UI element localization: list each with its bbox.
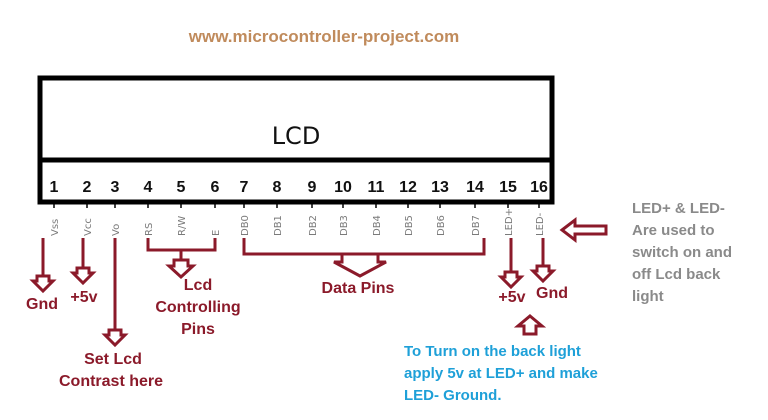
pin-number: 2 <box>83 179 92 196</box>
ctrl-arrow-icon <box>165 258 197 280</box>
pin-number: 16 <box>530 179 548 196</box>
pin-name: DB1 <box>273 215 284 236</box>
ctrl-label-line2: Controlling <box>155 299 240 316</box>
pin-name: DB2 <box>308 215 319 236</box>
gnd-right-arrow-icon <box>529 264 557 284</box>
backlight-up-arrow-icon <box>513 314 547 336</box>
pin-number: 11 <box>368 179 385 196</box>
led-note-line5: light <box>632 288 664 305</box>
pin-name: LED- <box>535 212 546 236</box>
plus5v-left-arrow-icon <box>69 266 97 286</box>
pin-header <box>37 157 555 205</box>
watermark-text: www.microcontroller-project.com <box>188 27 459 46</box>
pin-name: DB3 <box>339 215 350 236</box>
led-pins-left-arrow-icon <box>559 216 608 244</box>
pin-name: DB5 <box>404 215 415 236</box>
controlling-pins-bracket <box>146 238 217 252</box>
pin-name: R/W <box>177 216 188 236</box>
lcd-label: LCD <box>272 122 321 150</box>
pin-number: 15 <box>499 179 517 196</box>
pin-name: Vcc <box>83 218 94 236</box>
pin-name: DB4 <box>372 215 383 236</box>
pin-number: 14 <box>466 179 484 196</box>
pin-number: 4 <box>144 179 153 196</box>
pin-number: 1 <box>50 179 59 196</box>
plus5v-left-label: +5v <box>70 289 97 306</box>
gnd-left-label: Gnd <box>26 296 58 313</box>
pin-name: E <box>211 230 222 236</box>
pin-number: 10 <box>334 179 352 196</box>
led-note-line2: Are used to <box>632 222 715 239</box>
lcd-body <box>37 75 555 163</box>
backlight-note-line3: LED- Ground. <box>404 387 502 404</box>
pin-name: RS <box>144 223 155 236</box>
data-pins-label: Data Pins <box>322 280 395 297</box>
pin-name: DB7 <box>471 215 482 236</box>
plus5v-right-arrow-icon <box>497 270 525 290</box>
pin-name: DB6 <box>436 215 447 236</box>
pin-name: LED+ <box>504 208 515 236</box>
pin-number: 3 <box>111 179 120 196</box>
ctrl-label-line1: Lcd <box>184 277 212 294</box>
pin-number: 13 <box>431 179 449 196</box>
led-note-line4: off Lcd back <box>632 266 721 283</box>
pin-number: 6 <box>211 179 220 196</box>
pin-number: 8 <box>273 179 282 196</box>
pin-number: 9 <box>308 179 317 196</box>
backlight-note-line2: apply 5v at LED+ and make <box>404 365 598 382</box>
led-note-line3: switch on and <box>632 244 732 261</box>
contrast-label-line1: Set Lcd <box>84 351 142 368</box>
pin-name: Vss <box>50 219 61 236</box>
pin-number: 5 <box>177 179 186 196</box>
pin-name: DB0 <box>240 215 251 236</box>
gnd-left-arrow-icon <box>29 274 57 294</box>
pin-number: 12 <box>399 179 417 196</box>
pin-name: Vo <box>111 224 122 236</box>
data-pins-bracket <box>242 238 486 256</box>
pin-number: 7 <box>240 179 249 196</box>
ctrl-label-line3: Pins <box>181 321 215 338</box>
contrast-arrow-icon <box>101 328 129 348</box>
data-pins-arrow-icon <box>333 252 387 278</box>
led-note-line1: LED+ & LED- <box>632 200 725 217</box>
backlight-note-line1: To Turn on the back light <box>404 343 581 360</box>
plus5v-right-label: +5v <box>498 289 525 306</box>
contrast-label-line2: Contrast here <box>59 373 163 390</box>
gnd-right-label: Gnd <box>536 285 568 302</box>
